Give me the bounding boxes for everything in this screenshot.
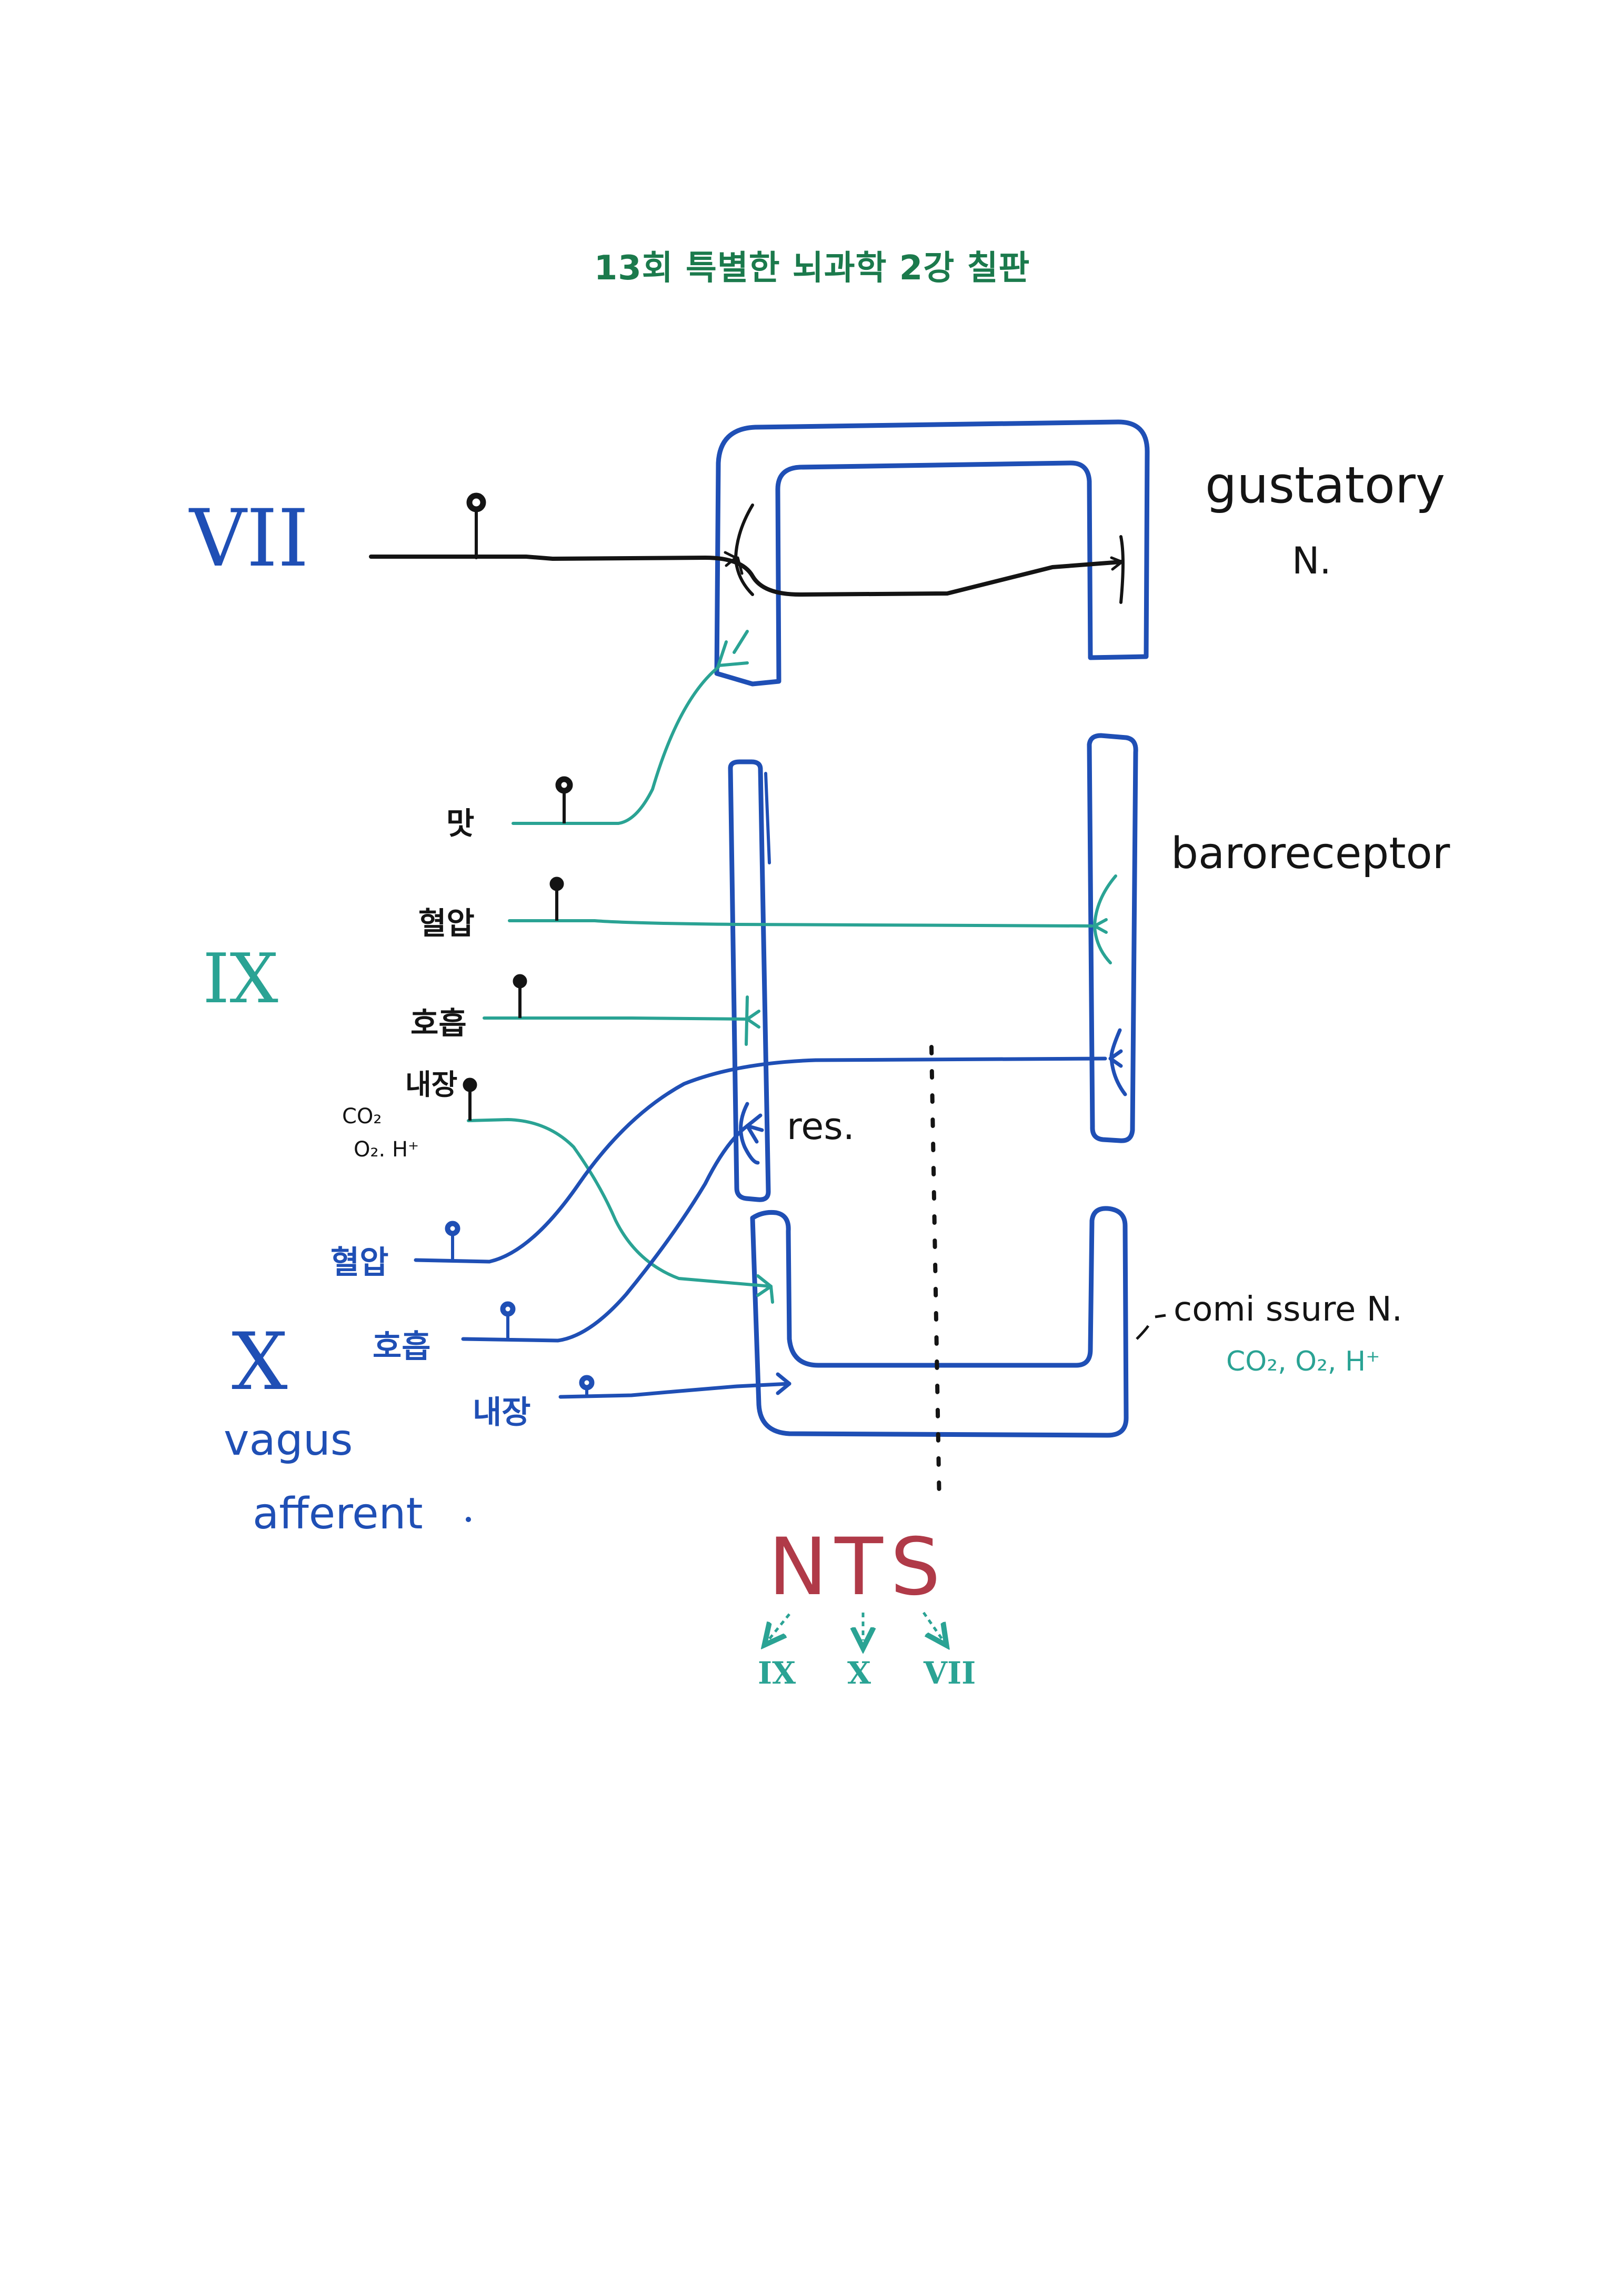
ix-input-chemo-1: CO₂ <box>342 1104 382 1129</box>
nts-output-arrows <box>769 1612 942 1640</box>
nts-output-vii: VII <box>923 1655 976 1691</box>
ix-input-taste: 맛 <box>446 805 474 841</box>
respiratory-column-outline <box>728 759 771 1202</box>
glossopharyngeal-fibers <box>467 630 1117 1304</box>
nts-label: NTS <box>768 1522 948 1613</box>
region-label-baroreceptor: baroreceptor <box>1171 829 1450 879</box>
commissure-pointer <box>1136 1314 1166 1340</box>
baroreceptor-column-outline <box>1087 733 1138 1143</box>
x-input-bp: 혈압 <box>330 1244 388 1281</box>
x-somata <box>445 1221 595 1397</box>
nts-output-ix: IX <box>758 1655 796 1691</box>
nerve-label-vii: VII <box>188 493 309 585</box>
region-label-res: res. <box>787 1105 855 1148</box>
x-input-visceral: 내장 <box>473 1394 530 1431</box>
vagus-fibers <box>414 772 1127 1399</box>
page-title: 13회 특별한 뇌과학 2강 칠판 <box>594 249 1030 288</box>
region-label-commissure: comi ssure N. <box>1174 1290 1402 1329</box>
nerve-label-x: X <box>232 1316 288 1408</box>
ix-input-chemo-2: O₂. H⁺ <box>354 1137 419 1162</box>
midline-divider <box>929 1045 941 1507</box>
ix-input-resp: 호흡 <box>410 1005 467 1041</box>
ix-input-visceral: 내장 <box>405 1068 457 1101</box>
region-label-gustatory-n: N. <box>1292 539 1331 582</box>
x-input-resp: 호흡 <box>373 1328 430 1365</box>
ix-input-bp: 혈압 <box>418 905 475 941</box>
region-label-commissure-sub: CO₂, O₂, H⁺ <box>1226 1346 1380 1377</box>
nerve-label-ix: IX <box>203 939 278 1019</box>
region-label-gustatory: gustatory <box>1205 457 1445 515</box>
nts-output-x: X <box>847 1655 871 1691</box>
vagus-desc-1: vagus <box>224 1415 353 1465</box>
facial-nerve-fiber <box>369 492 1125 604</box>
stray-dot <box>466 1517 471 1522</box>
vagus-desc-2: afferent <box>253 1489 423 1539</box>
commissural-nucleus-outline <box>750 1206 1129 1438</box>
gustatory-nucleus-outline <box>714 419 1150 687</box>
ix-somata <box>463 776 573 1121</box>
